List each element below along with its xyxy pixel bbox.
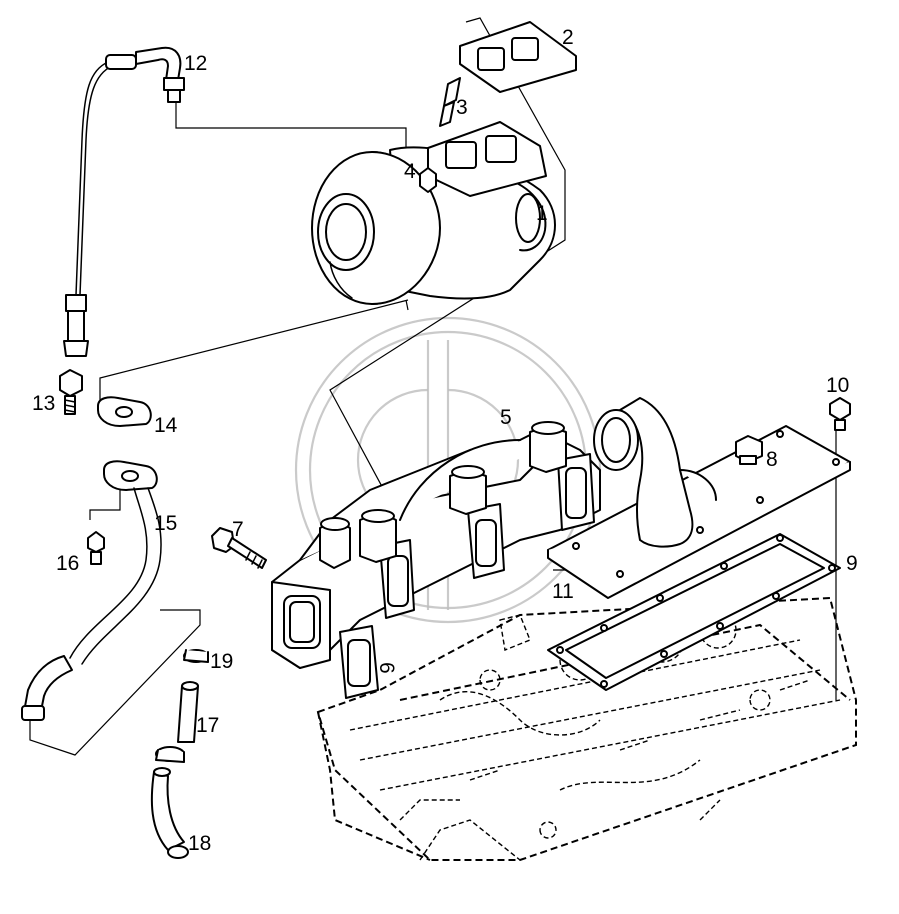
plug-8 [735,435,763,465]
callout-6: 6 [375,662,398,674]
manifold-bolt-7 [211,527,267,569]
callout-5: 5 [500,406,512,429]
hex-bolt-16 [87,531,105,565]
turbocharger [311,121,556,305]
callout-16: 16 [56,552,79,575]
callout-14: 14 [154,414,178,437]
banjo-bolt [59,369,83,415]
callout-4: 4 [404,160,416,183]
callout-2: 2 [562,26,574,49]
turbo-gasket-2 [459,21,577,93]
callout-15: 15 [154,512,177,535]
oil-return-gasket [97,396,152,427]
hose-clamp-lower [155,746,185,763]
callout-3: 3 [456,96,468,119]
callout-9: 9 [846,552,858,575]
callout-12: 12 [184,52,207,75]
exhaust-manifold [271,421,601,669]
callout-labels: 1 2 3 4 5 6 7 8 9 10 11 12 13 14 15 16 1… [32,26,858,855]
oil-return-pipe [21,460,162,721]
rubber-hose-17 [177,681,199,743]
callout-10: 10 [826,374,849,397]
callout-7: 7 [232,518,244,541]
oil-feed-line [63,46,185,357]
hose-clamp-19 [183,649,209,663]
callout-18: 18 [188,832,211,855]
intake-cover-11 [547,397,851,599]
stud-3 [439,77,461,127]
engine-block-phantom [316,596,857,861]
callout-17: 17 [196,714,219,737]
manifold-gasket-6 [339,625,379,699]
callout-13: 13 [32,392,55,415]
leader-lines [29,17,837,756]
callout-1: 1 [536,202,548,225]
callout-8: 8 [766,448,778,471]
callout-11: 11 [552,580,574,603]
callout-19: 19 [210,650,233,673]
hex-bolt-10 [829,397,851,431]
elbow-pipe-18 [150,767,189,859]
intake-gasket-9 [547,533,841,691]
